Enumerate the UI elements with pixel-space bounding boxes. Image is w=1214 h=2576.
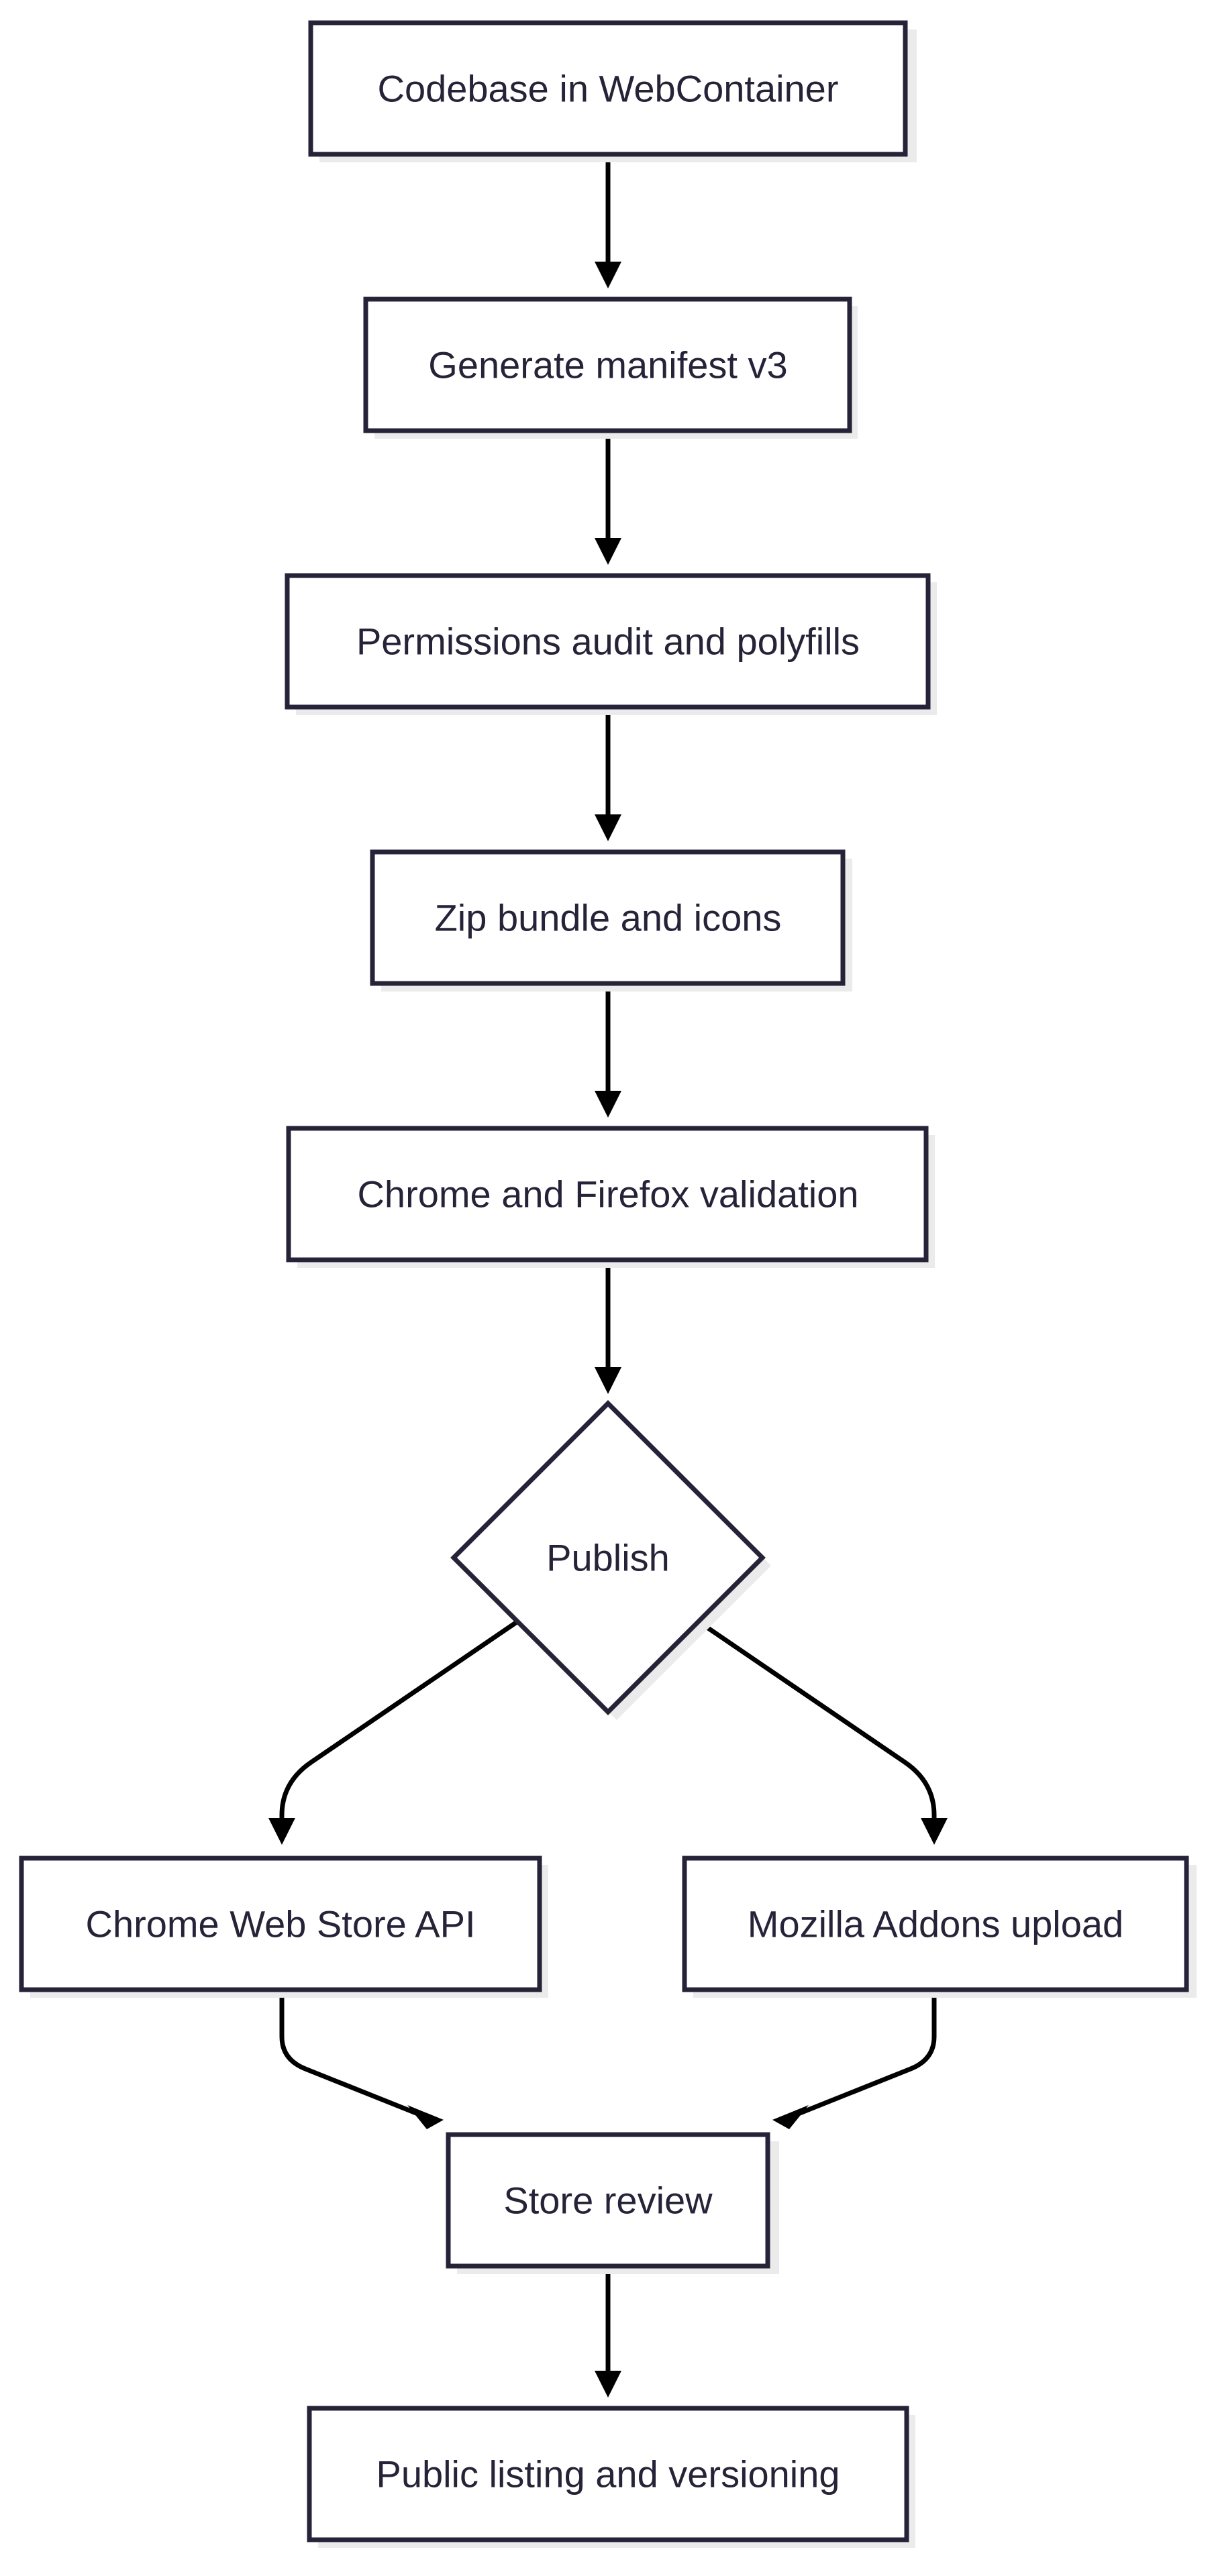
node-label: Chrome Web Store API [86,1903,476,1945]
edge-mozilla-to-review [772,1987,937,2129]
node-permissions[interactable]: Permissions audit and polyfills [285,573,937,715]
node-codebase[interactable]: Codebase in WebContainer [308,20,917,162]
edge-zip-to-validation [595,981,621,1118]
node-mozilla[interactable]: Mozilla Addons upload [682,1856,1197,1998]
node-label: Generate manifest v3 [428,344,787,386]
node-chrome-store[interactable]: Chrome Web Store API [19,1856,548,1998]
node-review[interactable]: Store review [446,2132,779,2274]
edge-chrome-store-to-review [279,1987,444,2129]
node-label: Codebase in WebContainer [378,68,839,110]
node-box [370,849,846,986]
edge-publish-to-mozilla [697,1619,948,1845]
node-label: Mozilla Addons upload [748,1903,1123,1945]
edge-codebase-to-manifest [595,154,621,288]
edge-validation-to-publish [595,1258,621,1394]
node-zip[interactable]: Zip bundle and icons [370,849,852,991]
node-box [285,573,931,710]
node-box [682,1856,1189,1992]
edge-publish-to-chrome-store [268,1619,519,1845]
edge-manifest-to-permissions [595,430,621,565]
nodes: Codebase in WebContainer Generate manife… [19,20,1197,2548]
edge-review-to-listing [595,2263,621,2398]
node-publish-decision[interactable]: Publish [450,1400,771,1720]
node-label: Publish [546,1537,670,1579]
node-label: Store review [503,2180,713,2222]
node-label: Public listing and versioning [376,2453,840,2496]
edge-permissions-to-zip [595,706,621,841]
node-label: Permissions audit and polyfills [356,621,860,663]
node-box [307,2406,909,2542]
node-box [308,20,908,157]
node-box [363,297,852,433]
node-box [286,1126,929,1263]
node-validation[interactable]: Chrome and Firefox validation [286,1126,935,1268]
node-label: Chrome and Firefox validation [357,1173,858,1216]
node-diamond [450,1400,766,1715]
node-box [19,1856,542,1992]
edges [268,154,948,2398]
node-manifest[interactable]: Generate manifest v3 [363,297,858,439]
node-label: Zip bundle and icons [435,897,782,939]
node-box [446,2132,770,2269]
node-listing[interactable]: Public listing and versioning [307,2406,915,2548]
